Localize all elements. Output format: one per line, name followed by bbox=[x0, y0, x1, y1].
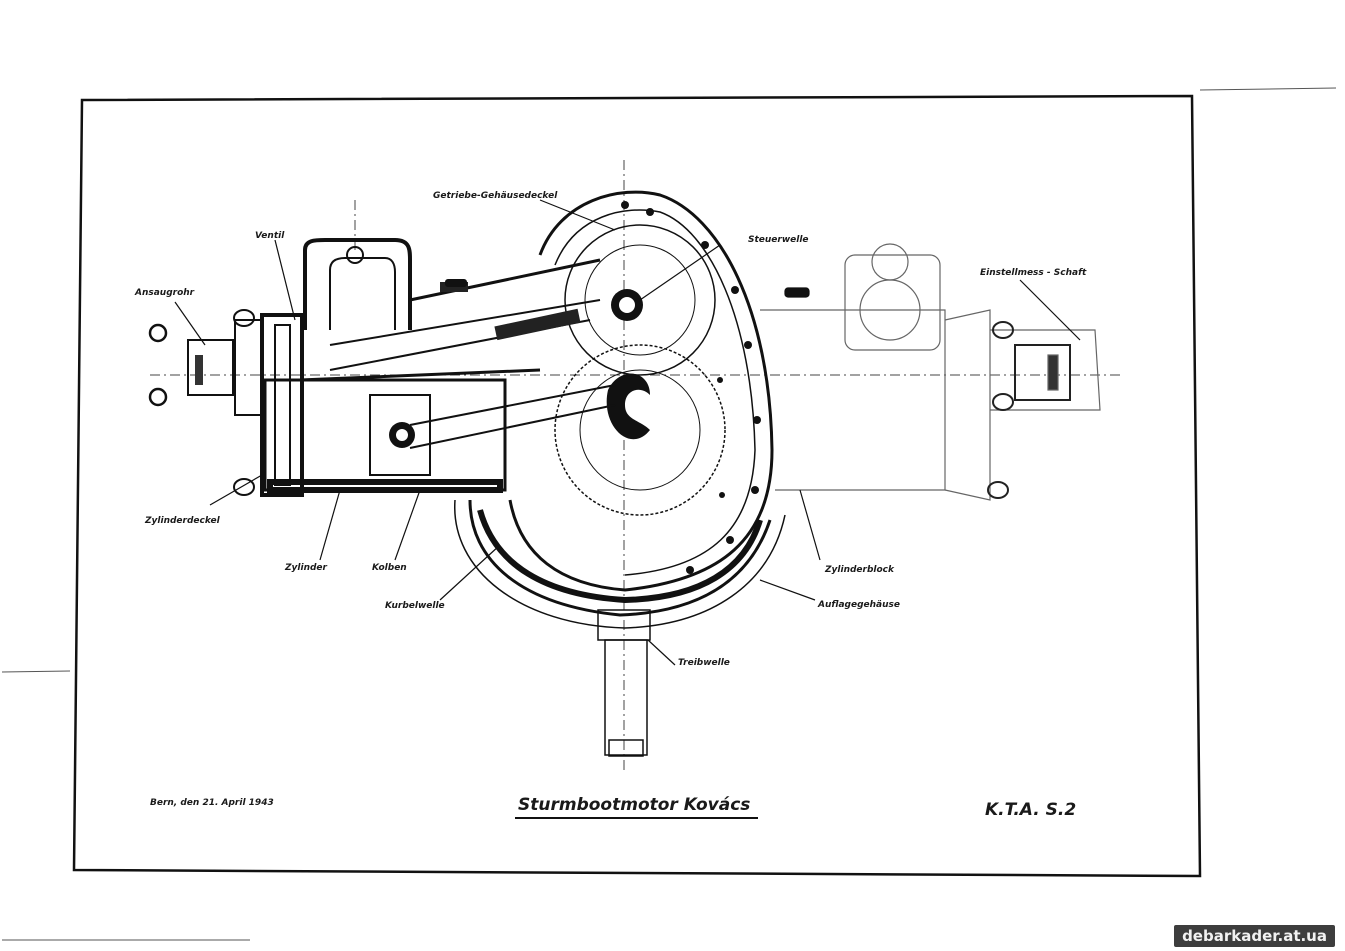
cylinder-assembly bbox=[148, 238, 616, 497]
leader-lines bbox=[174, 199, 1081, 666]
label-auflage: Auflagegehäuse bbox=[817, 600, 900, 610]
site-watermark[interactable]: debarkader.at.ua bbox=[1174, 925, 1335, 947]
output-shaft bbox=[597, 609, 651, 757]
label-zylinderblock: Zylinderblock bbox=[824, 565, 895, 575]
right-block bbox=[760, 243, 1101, 501]
label-treibwelle: Treibwelle bbox=[678, 658, 730, 668]
label-steuerwelle: Steuerwelle bbox=[748, 235, 809, 245]
scan-marks bbox=[1, 87, 1337, 941]
label-kolben: Kolben bbox=[372, 563, 407, 573]
date-note: Bern, den 21. April 1943 bbox=[150, 798, 274, 808]
drawing-code: K.T.A. S.2 bbox=[985, 800, 1076, 820]
center-lines bbox=[150, 160, 1120, 770]
label-ventil: Ventil bbox=[255, 231, 285, 241]
sump-housing bbox=[454, 499, 786, 629]
label-zylinder: Zylinder bbox=[284, 563, 328, 573]
sheet-border bbox=[72, 94, 1202, 878]
label-kurbelwelle: Kurbelwelle bbox=[385, 601, 445, 611]
crankcase-housing bbox=[508, 190, 774, 592]
label-gehaeuse-deckel: Getriebe-Gehäusedeckel bbox=[433, 191, 558, 201]
label-ansaug: Ansaugrohr bbox=[134, 288, 195, 298]
label-zylinderdeckel: Zylinderdeckel bbox=[144, 516, 221, 526]
label-einstell-schaft: Einstellmess - Schaft bbox=[980, 268, 1087, 278]
drawing-title: Sturmbootmotor Kovács bbox=[518, 795, 750, 815]
